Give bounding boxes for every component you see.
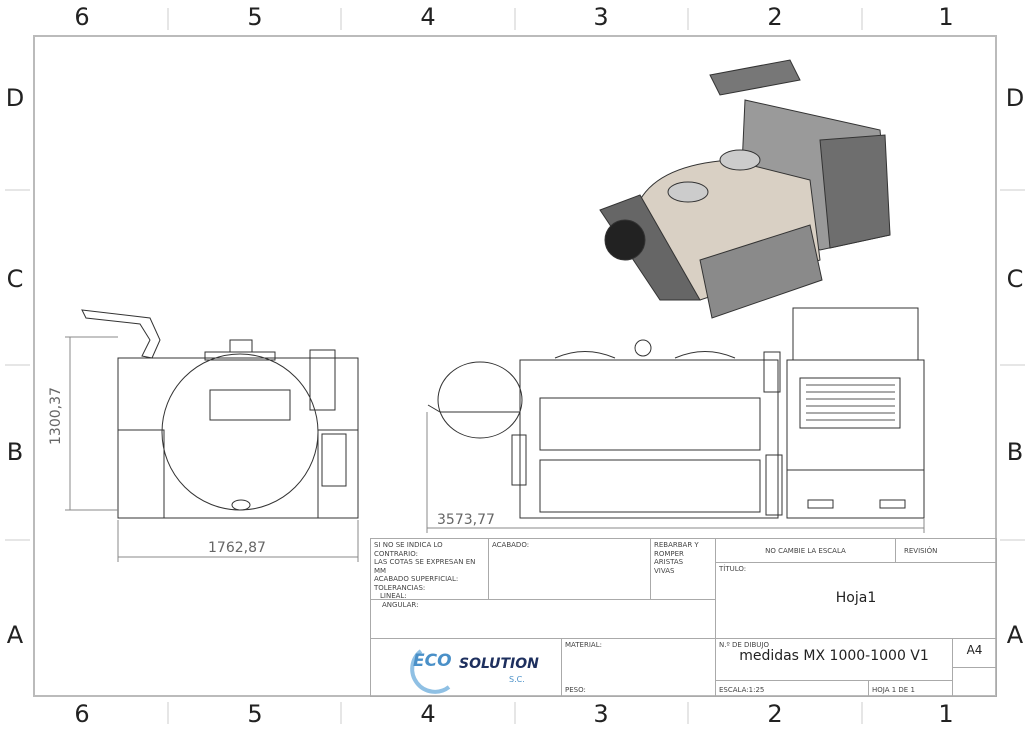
peso-label: PESO: xyxy=(565,685,586,694)
zone-row-c-right: C xyxy=(1006,265,1024,293)
no-cambie-cell: NO CAMBIE LA ESCALA xyxy=(715,538,896,563)
rebarbar-cell: REBARBAR Y ROMPER ARISTAS VIVAS xyxy=(650,538,716,600)
logo-eco: ECO xyxy=(413,651,452,671)
dimension-length: 3573,77 xyxy=(437,512,495,528)
escala-cell: ESCALA:1:25 xyxy=(715,680,869,697)
material-cell: MATERIAL: PESO: xyxy=(561,638,716,697)
acabado-label: ACABADO: xyxy=(492,541,530,549)
note-line: TOLERANCIAS: xyxy=(374,583,426,592)
no-cambie-label: NO CAMBIE LA ESCALA xyxy=(765,547,846,555)
hoja-cell: HOJA 1 DE 1 xyxy=(868,680,953,697)
escala-label: ESCALA:1:25 xyxy=(719,686,765,694)
logo-solution: SOLUTION xyxy=(459,656,539,672)
side-dimensions xyxy=(426,412,925,533)
zone-col-4-bottom: 4 xyxy=(420,700,436,728)
logo-cell: ECO SOLUTION S.C. xyxy=(370,638,562,697)
dimension-height: 1300,37 xyxy=(48,387,64,445)
note-line: ANGULAR: xyxy=(382,600,419,609)
logo-swoosh-icon xyxy=(410,649,451,694)
titulo-label: TÍTULO: xyxy=(719,565,747,573)
general-notes: SI NO SE INDICA LO CONTRARIO: LAS COTAS … xyxy=(370,538,489,609)
hoja-label: HOJA 1 DE 1 xyxy=(872,686,915,694)
note-line: LINEAL: xyxy=(380,592,407,600)
zone-col-5-bottom: 5 xyxy=(247,700,263,728)
front-view xyxy=(81,309,359,519)
note-line: LAS COTAS SE EXPRESAN EN MM xyxy=(374,558,476,575)
zone-col-3-bottom: 3 xyxy=(593,700,609,728)
dimension-width: 1762,87 xyxy=(208,540,266,556)
side-view xyxy=(427,307,925,519)
rebarbar-line: ROMPER ARISTAS xyxy=(654,549,684,567)
zone-col-3: 3 xyxy=(593,3,609,31)
zone-row-b: B xyxy=(6,438,24,466)
zone-col-6-bottom: 6 xyxy=(74,700,90,728)
zone-col-5: 5 xyxy=(247,3,263,31)
note-line: SI NO SE INDICA LO CONTRARIO: xyxy=(374,541,443,558)
acabado-cell: ACABADO: xyxy=(488,538,651,600)
rebarbar-line: REBARBAR Y xyxy=(654,541,699,549)
zone-col-1: 1 xyxy=(938,3,954,31)
titulo-value: Hoja1 xyxy=(835,589,877,606)
revision-label: REVISIÓN xyxy=(904,547,938,555)
isometric-view xyxy=(599,59,891,319)
dibujo-value: medidas MX 1000-1000 V1 xyxy=(739,647,929,664)
revision-cell: REVISIÓN xyxy=(895,538,997,563)
zone-row-b-right: B xyxy=(1006,438,1024,466)
rebarbar-line: VIVAS xyxy=(654,566,675,575)
zone-row-d: D xyxy=(5,84,25,112)
zone-dividers xyxy=(5,8,1025,724)
front-dimensions xyxy=(65,336,359,562)
dibujo-cell: N.º DE DIBUJO medidas MX 1000-1000 V1 xyxy=(715,638,953,681)
zone-row-d-right: D xyxy=(1005,84,1025,112)
titulo-cell: TÍTULO: Hoja1 xyxy=(715,562,997,639)
sheet-size: A4 xyxy=(952,638,997,668)
zone-row-a-right: A xyxy=(1006,621,1024,649)
zone-col-1-bottom: 1 xyxy=(938,700,954,728)
note-line: ACABADO SUPERFICIAL: xyxy=(374,575,459,583)
zone-row-c: C xyxy=(6,265,24,293)
zone-col-4: 4 xyxy=(420,3,436,31)
blank-cell xyxy=(370,599,716,639)
material-label: MATERIAL: xyxy=(565,641,602,649)
blank-size-cell xyxy=(952,667,997,697)
zone-col-6: 6 xyxy=(74,3,90,31)
zone-col-2: 2 xyxy=(767,3,783,31)
dibujo-label: N.º DE DIBUJO xyxy=(719,641,769,649)
zone-row-a: A xyxy=(6,621,24,649)
zone-col-2-bottom: 2 xyxy=(767,700,783,728)
logo-sc: S.C. xyxy=(509,675,525,684)
